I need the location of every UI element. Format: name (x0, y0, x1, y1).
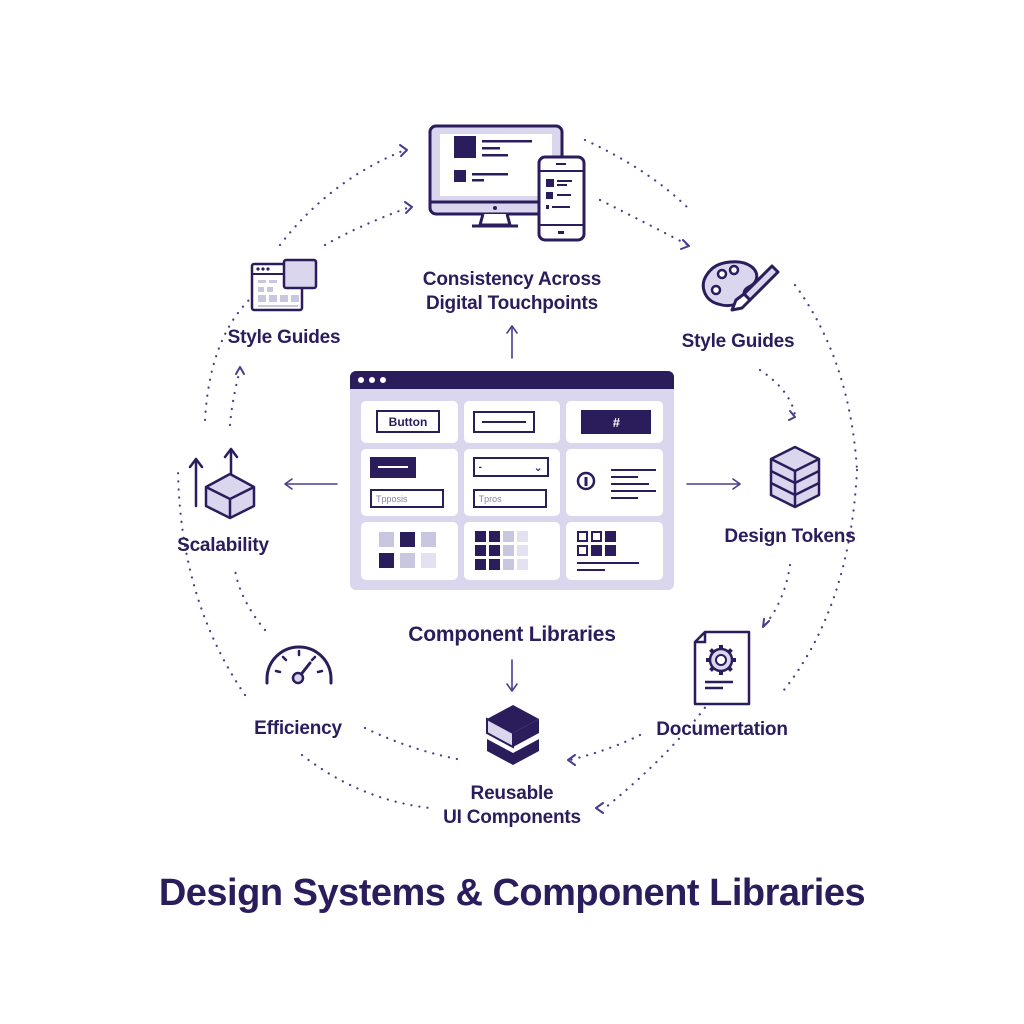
document-gear-icon (693, 630, 751, 706)
component-library-window: Button # Tpposis - ⌄ Tpros (350, 371, 674, 590)
cell-color-swatches (361, 522, 458, 580)
sample-select[interactable]: - ⌄ (472, 457, 549, 477)
text-field-1[interactable]: Tpposis (370, 489, 444, 508)
cell-button: Button (361, 401, 458, 443)
text-field-2[interactable]: Tpros (472, 489, 547, 508)
node-consistency-label: Consistency Across Digital Touchpoints (422, 269, 602, 314)
node-design-tokens-label: Design Tokens (724, 526, 856, 547)
cell-solid-button: # (566, 401, 663, 443)
cell-info (566, 449, 663, 516)
hash-button[interactable]: # (581, 410, 652, 434)
node-efficiency-label: Efficiency (254, 718, 342, 739)
style-guide-window-icon (250, 258, 318, 312)
cell-checkbox-list (566, 522, 663, 580)
window-dot (369, 377, 375, 383)
sample-solid-button[interactable] (370, 457, 416, 478)
chevron-down-icon: ⌄ (533, 461, 543, 474)
cell-input (463, 401, 561, 443)
node-scalability-label: Scalability (177, 535, 269, 556)
cube-arrows-icon (188, 447, 256, 520)
speedometer-icon (265, 645, 333, 685)
desktop-and-phone-icon (428, 124, 586, 242)
node-style-guides-right-label: Style Guides (681, 331, 795, 352)
node-documentation-label: Documertation (656, 719, 788, 740)
stacked-cube-icon (769, 445, 821, 509)
window-dot (358, 377, 364, 383)
sample-button[interactable]: Button (376, 410, 440, 433)
palette-brush-icon (701, 260, 780, 312)
node-reusable-label: Reusable UI Components (443, 783, 581, 828)
cell-select: - ⌄ Tpros (463, 449, 561, 516)
cell-form: Tpposis (361, 449, 458, 516)
sample-input[interactable] (472, 411, 535, 433)
component-grid: Button # Tpposis - ⌄ Tpros (361, 401, 663, 580)
node-style-guides-left-label: Style Guides (227, 327, 341, 348)
cell-grid-swatches (463, 522, 561, 580)
window-dot (380, 377, 386, 383)
split-cube-icon (486, 705, 539, 765)
window-title-bar (350, 371, 674, 389)
info-icon (577, 471, 596, 491)
diagram-title: Design Systems & Component Libraries (158, 872, 866, 914)
center-label: Component Libraries (408, 623, 616, 646)
